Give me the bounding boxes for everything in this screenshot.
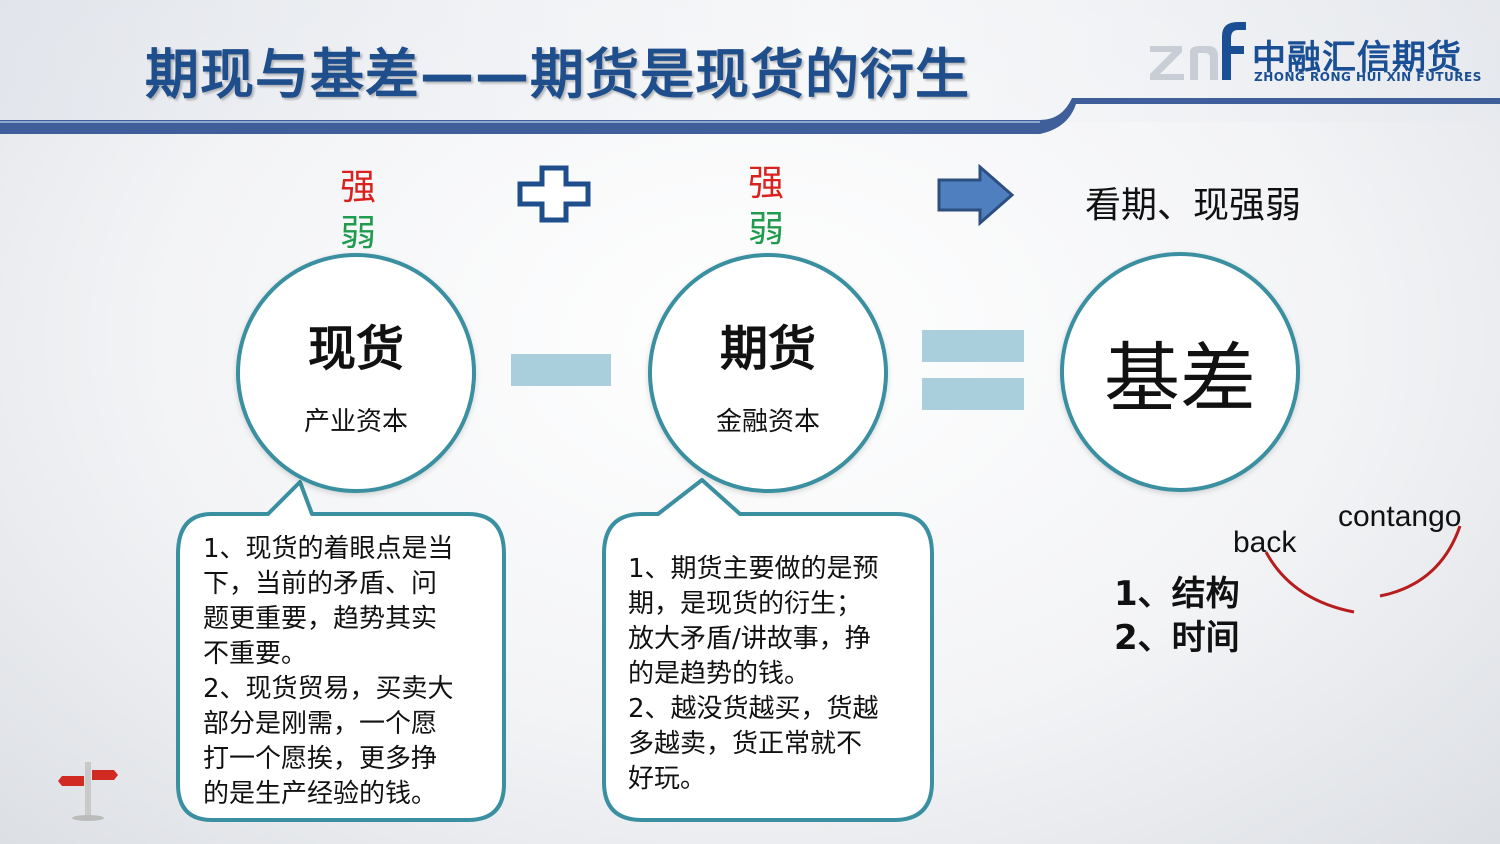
futures-weak-label: 弱	[748, 209, 785, 250]
spot-circle: 现货 产业资本	[236, 253, 476, 493]
company-logo-mark	[1150, 22, 1246, 80]
curve-marks	[1264, 525, 1462, 614]
spot-weak-label: 弱	[340, 213, 377, 254]
plus-outline-icon	[517, 165, 591, 223]
futures-title: 期货	[719, 320, 816, 377]
contango-label: contango	[1338, 500, 1462, 533]
back-label: back	[1233, 526, 1297, 559]
spot-subtitle: 产业资本	[303, 406, 408, 437]
spot-strong-label: 强	[340, 167, 377, 208]
header-band	[0, 0, 1500, 134]
spot-bubble-text: 1、现货的着眼点是当 下，当前的矛盾、问 题更重要，趋势其实 不重要。 2、现货…	[203, 534, 454, 809]
futures-bubble-text: 1、期货主要做的是预 期，是现货的衍生； 放大矛盾/讲故事，挣 的是趋势的钱。 …	[628, 554, 879, 794]
futures-subtitle: 金融资本	[715, 406, 820, 437]
signpost-icon	[58, 762, 118, 821]
futures-strong-label: 强	[748, 163, 785, 204]
futures-bubble-shape	[602, 478, 934, 822]
minus-bar-icon	[511, 354, 611, 386]
point-structure: 1、结构	[1114, 574, 1240, 614]
basis-circle: 基差	[1060, 252, 1300, 492]
company-logo-name: 中融汇信期货	[1252, 38, 1462, 78]
point-time: 2、时间	[1114, 618, 1240, 658]
equals-bars-icon	[922, 330, 1024, 410]
right-arrow-icon	[937, 164, 1015, 226]
look-strength-text: 看期、现强弱	[1085, 185, 1302, 226]
page-title: 期现与基差——期货是现货的衍生	[145, 43, 970, 106]
company-logo-english: ZHONG RONG HUI XIN FUTURES	[1254, 70, 1482, 84]
futures-circle: 期货 金融资本	[648, 253, 888, 493]
basis-title: 基差	[1104, 334, 1256, 423]
spot-bubble-shape	[176, 480, 506, 822]
spot-title: 现货	[307, 320, 404, 377]
